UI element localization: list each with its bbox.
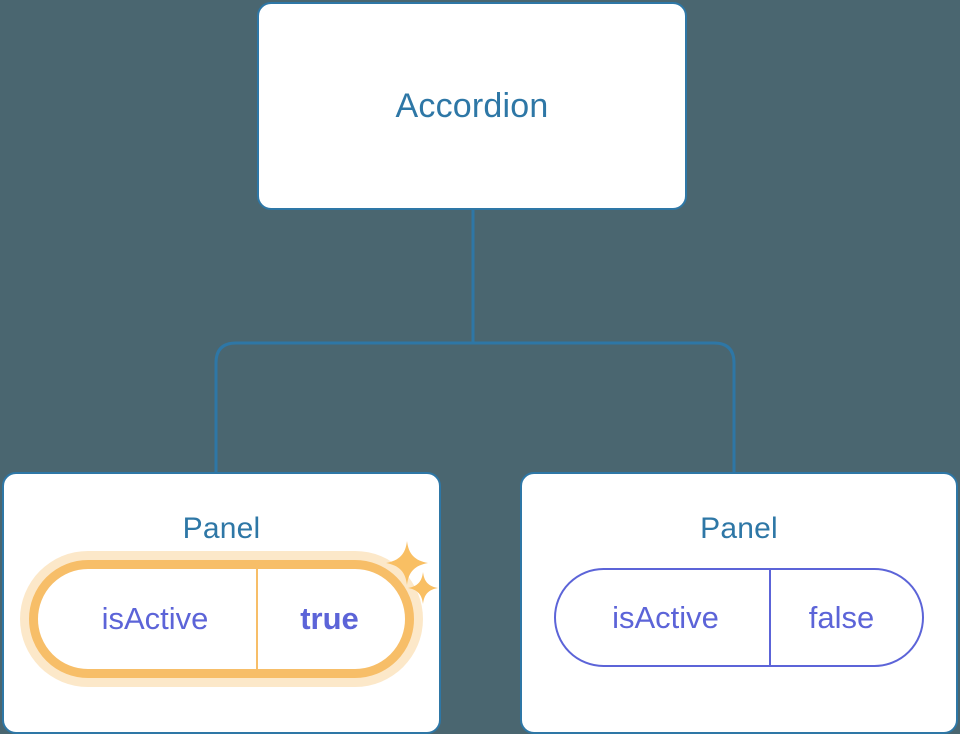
connector-branch-bus	[214, 341, 736, 472]
prop-key: isActive	[101, 601, 209, 636]
prop-pill-active-wrap: isActive true	[29, 560, 414, 678]
node-accordion-label: Accordion	[395, 86, 549, 125]
node-panel-active[interactable]: Panel isActive true	[2, 472, 441, 734]
prop-value: false	[769, 570, 922, 665]
node-accordion[interactable]: Accordion	[257, 2, 687, 210]
node-panel-inactive-label: Panel	[700, 512, 778, 545]
prop-pill-is-active-false[interactable]: isActive false	[554, 568, 924, 667]
prop-key: isActive	[612, 599, 719, 635]
prop-pill-inactive-wrap: isActive false	[554, 568, 924, 667]
node-panel-active-label: Panel	[182, 512, 261, 545]
prop-pill-is-active-true[interactable]: isActive true	[29, 560, 414, 678]
node-panel-inactive[interactable]: Panel isActive false	[520, 472, 958, 734]
prop-value: true	[256, 569, 405, 669]
